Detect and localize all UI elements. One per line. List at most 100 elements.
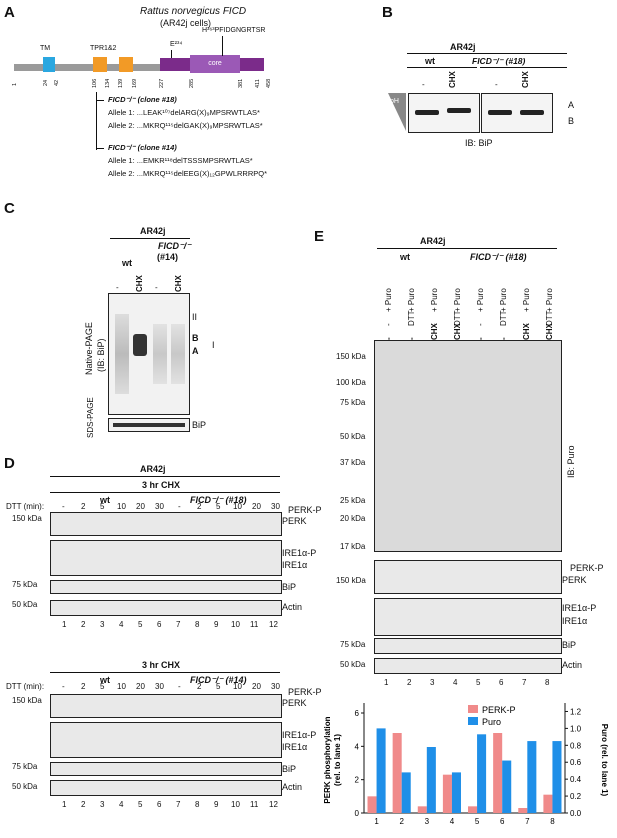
e-puro-header: + Puro [499, 288, 508, 312]
tm-label: TM [40, 45, 51, 52]
d-bottom-mw75: 75 kDa [12, 762, 38, 771]
left-tick-label: 4 [355, 742, 360, 751]
puro-bar [502, 760, 512, 813]
c-sds-blot [108, 418, 190, 432]
time: 30 [271, 502, 280, 511]
c-cell: AR42j [140, 226, 166, 236]
e-dtt-header: - [384, 323, 393, 326]
lane: 5 [138, 620, 143, 629]
lane: 4 [453, 678, 458, 687]
d-bottom-actin: Actin [282, 782, 303, 792]
e-mw50: 50 kDa [340, 660, 366, 669]
legend-perk-label: PERK-P [482, 705, 516, 715]
lane: 2 [81, 800, 86, 809]
e-puro-header: + Puro [545, 288, 554, 312]
legend-puro-label: Puro [482, 717, 501, 727]
right-tick-label: 0.2 [570, 792, 582, 801]
panel-e-label: E [314, 228, 325, 245]
d-top-wt: wt [100, 495, 110, 505]
cell-line-title: (AR42j cells) [160, 18, 212, 28]
d-top-treat: 3 hr CHX [142, 480, 181, 490]
left-tick-label: 0 [355, 809, 360, 818]
puro-bar [376, 728, 386, 813]
e-puro-header: + Puro [453, 288, 462, 312]
d-bottom-actin-blot [50, 780, 282, 796]
e-puro-blot [374, 340, 562, 552]
puro-bar [426, 747, 436, 813]
c-lane1: - [116, 283, 119, 292]
h363-label: H³⁶³PFIDGNGRTSR [202, 27, 266, 34]
perk-bar [468, 806, 478, 813]
panel-c-label: C [4, 200, 15, 217]
e-puro-header: + Puro [384, 288, 393, 312]
d-top-mw50: 50 kDa [12, 600, 38, 609]
panel-d-label: D [4, 455, 15, 472]
time: 2 [81, 682, 86, 691]
lane: 1 [384, 678, 389, 687]
c-rule [110, 238, 190, 239]
time: 5 [216, 682, 221, 691]
c-wt: wt [122, 258, 132, 268]
tpr1-domain [93, 57, 107, 72]
perk-bar [543, 794, 553, 813]
e-rule [377, 248, 557, 249]
d-top-bip: BiP [282, 582, 297, 592]
x-tick-label: 3 [425, 817, 430, 826]
clone-arrow-stem [96, 92, 97, 150]
residue-ticks: 1 24 42 106 134 139 169 227 285 381 411 … [0, 76, 300, 88]
e-mw: 17 kDa [340, 542, 366, 551]
time: 5 [100, 502, 105, 511]
time: - [178, 502, 181, 511]
arrow-18 [96, 100, 104, 101]
b-cell: AR42j [450, 42, 476, 52]
lane: 2 [81, 620, 86, 629]
d-bottom-ko: FICD⁻/⁻ (#14) [190, 675, 247, 685]
perk-bar [392, 733, 402, 813]
e-actin-blot [374, 658, 562, 674]
b-lane3: - [495, 80, 498, 89]
e-ire: IRE1α [562, 616, 588, 626]
lane: 7 [176, 800, 181, 809]
right-tick-label: 1.2 [570, 707, 582, 716]
lane: 1 [62, 800, 67, 809]
puro-bar [527, 741, 537, 813]
e-lanes: 1 2 3 4 5 6 7 8 [374, 678, 564, 688]
d-bottom-ire-blot [50, 722, 282, 758]
ph-gradient: pH [388, 93, 406, 131]
perk-bar [442, 774, 452, 813]
d-bottom-perk: PERK [282, 698, 307, 708]
e-dtt-header: DTT [499, 310, 508, 326]
x-tick-label: 5 [475, 817, 480, 826]
fic-label: FIC [175, 73, 187, 80]
b-lane1: - [422, 80, 425, 89]
d-top-perk-blot [50, 512, 282, 536]
right-tick-label: 1.0 [570, 724, 582, 733]
c-native-ib: (IB: BiP) [96, 338, 106, 372]
b-blot-wt [408, 93, 480, 133]
y-right-label: Puro (rel. to lane 1) [600, 724, 609, 797]
b-lane2: CHX [448, 71, 457, 88]
e-ko: FICD⁻/⁻ (#18) [470, 252, 527, 262]
tick: 381 [238, 78, 244, 88]
e-puro-header: + Puro [476, 288, 485, 312]
time: 10 [233, 502, 242, 511]
lane: 11 [250, 620, 259, 629]
d-top-perkp: PERK-P [288, 505, 322, 515]
clone18-allele1: Allele 1: ...LEAK¹⁰⁷delARG(X)₉MPSRWTLAS* [108, 108, 260, 117]
tpr2-domain [119, 57, 133, 72]
x-tick-label: 4 [450, 817, 455, 826]
b-rule [407, 53, 567, 54]
tick: 285 [189, 78, 195, 88]
lane: 8 [545, 678, 550, 687]
lane: 10 [231, 800, 240, 809]
e-mw: 150 kDa [336, 352, 366, 361]
lane: 8 [195, 800, 200, 809]
lane: 11 [250, 800, 259, 809]
tick: 139 [118, 78, 124, 88]
right-tick-label: 0.6 [570, 758, 582, 767]
d-bottom-bip-blot [50, 762, 282, 776]
tick: 169 [132, 78, 138, 88]
tick: 411 [255, 79, 261, 88]
e-bip: BiP [562, 640, 577, 650]
puro-bar [477, 734, 487, 813]
